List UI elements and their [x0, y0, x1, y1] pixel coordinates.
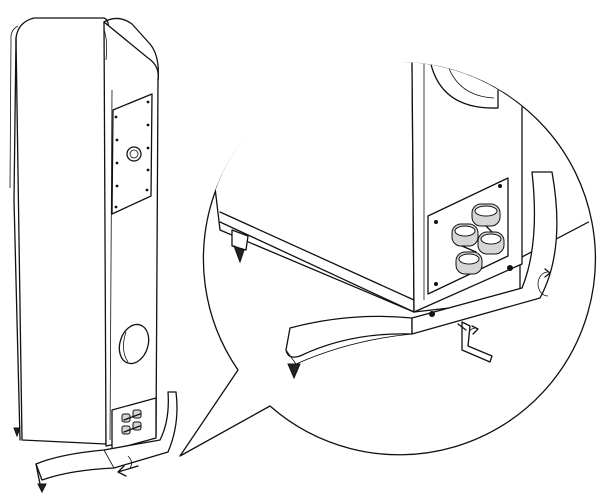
speaker-cabinet-icon — [9, 17, 159, 447]
base-plinth-icon — [13, 391, 178, 494]
terminal-panel-icon — [111, 397, 157, 451]
rotate-arrow-icon — [117, 455, 139, 477]
bass-port-icon — [118, 323, 150, 365]
allen-key-icon — [457, 321, 493, 363]
binding-post-icon — [451, 203, 505, 275]
terminal-panel-icon — [427, 177, 509, 295]
spike-foot-icon — [231, 229, 249, 264]
base-plinth-icon — [285, 171, 558, 380]
upper-panel-icon — [111, 93, 153, 215]
